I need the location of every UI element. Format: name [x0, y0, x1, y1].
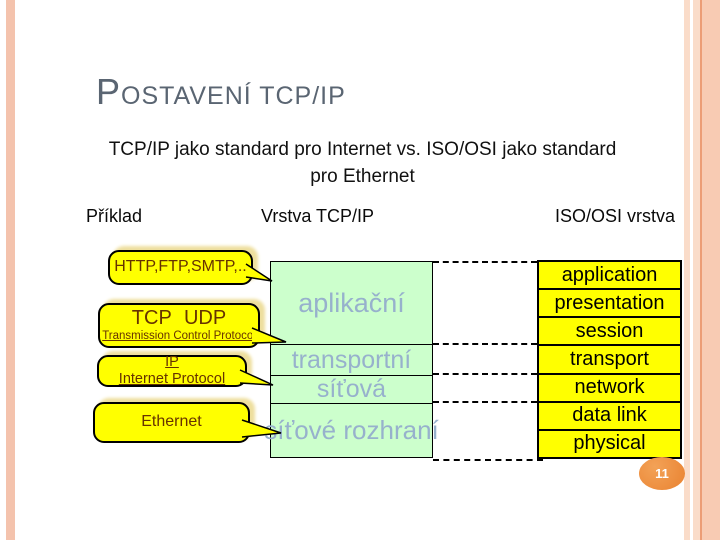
- dashed-connector-line: [433, 401, 537, 403]
- right-edge-stripe: [684, 0, 690, 540]
- tcpip-layer-transportni: transportní: [271, 344, 432, 375]
- callout-sublabel: Transmission Control Protocol: [102, 330, 256, 343]
- dashed-connector-line: [433, 373, 537, 375]
- right-edge-stripe: [693, 0, 700, 540]
- callout-http-ftp-smtp: HTTP,FTP,SMTP,..: [108, 250, 253, 285]
- column-header-vrstva-tcpip: Vrstva TCP/IP: [260, 206, 375, 226]
- slide-subtitle-line2: pro Ethernet: [310, 166, 415, 187]
- page-number: 11: [655, 466, 669, 481]
- tcpip-layer-aplikacni: aplikační: [298, 287, 405, 318]
- callout-label: HTTP,FTP,SMTP,..: [114, 258, 247, 276]
- osi-layer-application: application: [539, 262, 680, 289]
- column-header-priklad: Příklad: [86, 206, 143, 226]
- osi-layer-network: network: [539, 372, 680, 401]
- slide-title: POSTAVENÍ TCP/IP: [96, 71, 346, 112]
- page-number-badge: 11: [639, 457, 685, 490]
- dashed-connector-line: [433, 459, 543, 461]
- callout-label: TCP UDP: [131, 307, 227, 330]
- right-edge-stripe: [700, 0, 702, 540]
- osi-layer-transport: transport: [539, 344, 680, 373]
- osi-layer-physical: physical: [539, 428, 680, 457]
- callout-ip: IP Internet Protocol: [97, 354, 247, 387]
- slide-subtitle-line1: TCP/IP jako standard pro Internet vs. IS…: [108, 139, 617, 160]
- tcpip-layer-sitove-rozhrani: síťové rozhraní: [264, 403, 439, 457]
- callout-ethernet: Ethernet: [93, 402, 250, 443]
- callout-label: IP: [165, 354, 179, 371]
- dashed-connector-line: [433, 343, 537, 345]
- column-header-isoosi-vrstva: ISO/OSI vrstva: [554, 206, 676, 226]
- right-edge-stripe: [702, 0, 720, 540]
- tcpip-layer-sitova: síťová: [271, 375, 432, 403]
- callout-label: Ethernet: [141, 413, 202, 431]
- tcpip-layers-table: aplikační transportní síťová síťové rozh…: [264, 261, 439, 458]
- left-edge-stripe: [6, 0, 15, 540]
- osi-layer-session: session: [539, 316, 680, 345]
- osi-layer-presentation: presentation: [539, 288, 680, 317]
- callout-tcp-udp: TCP UDP Transmission Control Protocol: [98, 303, 260, 348]
- dashed-connector-line: [433, 261, 537, 263]
- osi-layers-table: application presentation session transpo…: [537, 260, 682, 459]
- osi-layer-data-link: data link: [539, 400, 680, 429]
- callout-sublabel: Internet Protocol: [118, 371, 226, 387]
